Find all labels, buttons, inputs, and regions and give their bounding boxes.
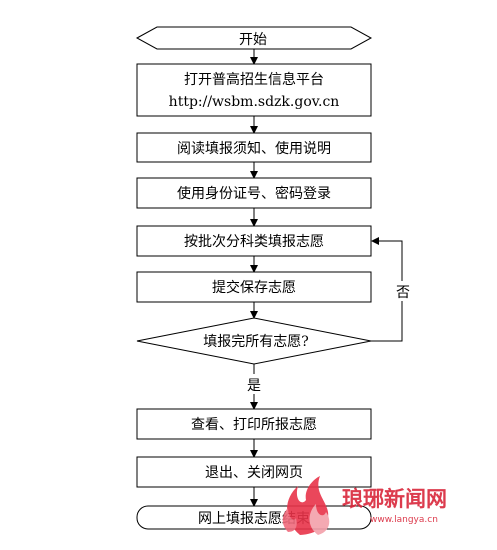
step-login: 使用身份证号、密码登录 [136, 177, 372, 209]
step-exit-close: 退出、关闭网页 [136, 456, 372, 488]
watermark-brand: 琅琊新闻网 [342, 487, 447, 511]
step-read-instructions: 阅读填报须知、使用说明 [136, 132, 372, 163]
step-exit-close-label: 退出、关闭网页 [205, 465, 303, 481]
start-node: 开始 [135, 26, 373, 50]
platform-url: http://wsbm.sdzk.gov.cn [169, 94, 340, 110]
step-open-platform: 打开普高招生信息平台 http://wsbm.sdzk.gov.cn [136, 63, 372, 117]
watermark-url: www.langya.cn [370, 515, 438, 525]
decision-label: 填报完所有志愿? [203, 334, 309, 350]
decision-all-filled: 填报完所有志愿? [136, 317, 372, 365]
step-view-print-label: 查看、打印所报志愿 [191, 416, 317, 433]
no-label: 否 [396, 285, 410, 301]
step-submit-save: 提交保存志愿 [136, 271, 372, 303]
step-read-instructions-label: 阅读填报须知、使用说明 [177, 140, 331, 157]
start-label: 开始 [239, 32, 267, 48]
step-login-label: 使用身份证号、密码登录 [177, 185, 331, 202]
step-submit-save-label: 提交保存志愿 [212, 279, 296, 296]
step-fill-by-batch: 按批次分科类填报志愿 [136, 225, 372, 257]
yes-label: 是 [247, 378, 261, 394]
watermark-logo: 琅琊新闻网 www.langya.cn [282, 476, 447, 535]
step-open-platform-title: 打开普高招生信息平台 [184, 71, 324, 88]
step-fill-by-batch-label: 按批次分科类填报志愿 [184, 234, 324, 250]
end-label: 网上填报志愿结束 [198, 511, 310, 527]
end-node: 网上填报志愿结束 [136, 505, 372, 530]
flame-logo-icon [282, 476, 330, 535]
step-view-print: 查看、打印所报志愿 [136, 408, 372, 440]
